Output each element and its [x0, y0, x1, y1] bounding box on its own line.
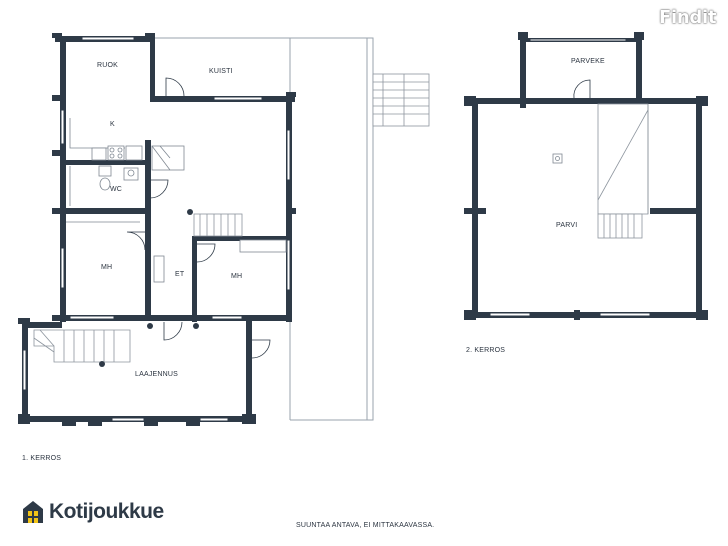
disclaimer-note: SUUNTAA ANTAVA, EI MITTAKAAVASSA.: [296, 522, 435, 529]
room-label-kuisti: KUISTI: [209, 68, 233, 75]
room-label-ruok: RUOK: [97, 62, 119, 69]
floor2-walls: [464, 32, 708, 320]
room-label-wc: WC: [110, 186, 123, 193]
porch-outline: [150, 37, 374, 421]
floor2-details: [552, 79, 649, 239]
floor1-walls: [18, 33, 296, 426]
floor-caption-1: 1. KERROS: [22, 455, 62, 462]
floor1-stairs: [33, 213, 243, 363]
room-label-k: K: [110, 121, 115, 128]
findit-watermark: Findit: [659, 7, 717, 28]
room-label-parvi: PARVI: [556, 222, 578, 229]
brand-logo: Kotijoukkue: [22, 500, 164, 524]
room-label-parveke: PARVEKE: [571, 58, 605, 65]
room-label-mh-right: MH: [231, 273, 243, 280]
floor1-doors: [66, 77, 287, 359]
room-label-et: ET: [175, 271, 185, 278]
house-logo-icon: [23, 501, 43, 523]
brand-name: Kotijoukkue: [49, 500, 164, 523]
floor-caption-2: 2. KERROS: [466, 347, 506, 354]
room-label-mh-left: MH: [101, 264, 113, 271]
kitchen-fixtures: [69, 118, 185, 171]
wc-fixtures: [69, 165, 139, 206]
room-label-laajennus: LAAJENNUS: [135, 371, 179, 378]
floor1-posts: [99, 209, 199, 367]
floor1-windows: [22, 36, 291, 422]
porch-steps: [372, 73, 430, 127]
floor2-windows: [489, 38, 651, 317]
